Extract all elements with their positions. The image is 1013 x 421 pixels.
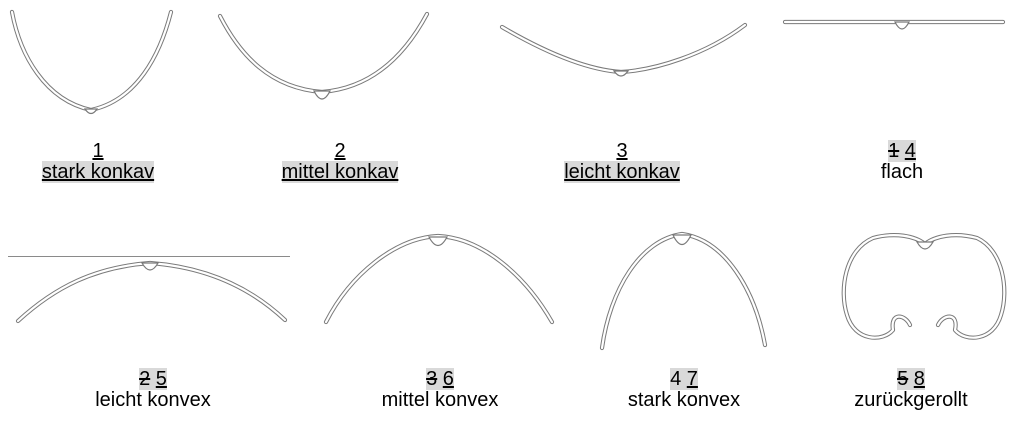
leaf-profile-7-stark-konvex — [590, 220, 790, 355]
shape-number: 4 — [905, 140, 916, 162]
shape-old-number: 5 — [897, 368, 908, 390]
horizontal-reference-line — [8, 256, 290, 257]
shape-label: leicht konvex — [33, 390, 273, 411]
shape-number: 1 — [92, 140, 103, 162]
shape-label: zurückgerollt — [791, 390, 1013, 411]
caption-shape-8: 5 8 zurückgerollt — [791, 369, 1013, 411]
shape-number: 3 — [616, 140, 627, 162]
shape-label: mittel konvex — [320, 390, 560, 411]
leaf-profile-4-flach — [775, 0, 1013, 125]
leaf-profile-1-stark-konkav — [0, 0, 200, 125]
shape-old-number: 4 — [670, 368, 681, 390]
shape-number: 6 — [443, 368, 454, 390]
shape-label: mittel konkav — [282, 161, 399, 183]
shape-number: 7 — [687, 368, 698, 390]
caption-shape-6: 3 6 mittel konvex — [320, 369, 560, 411]
shape-label: leicht konkav — [564, 161, 680, 183]
shape-old-number: 2 — [139, 368, 150, 390]
caption-shape-2: 2 mittel konkav — [220, 141, 460, 183]
shape-old-number: 3 — [426, 368, 437, 390]
leaf-profile-2-mittel-konkav — [200, 0, 430, 125]
caption-shape-3: 3 leicht konkav — [502, 141, 742, 183]
shape-number: 5 — [156, 368, 167, 390]
caption-shape-4: 1 4 flach — [782, 141, 1013, 183]
shape-label: stark konkav — [42, 161, 154, 183]
caption-shape-7: 4 7 stark konvex — [564, 369, 804, 411]
shape-number: 2 — [334, 140, 345, 162]
caption-shape-1: 1 stark konkav — [0, 141, 218, 183]
caption-shape-5: 2 5 leicht konvex — [33, 369, 273, 411]
shape-label: flach — [782, 162, 1013, 183]
shape-label: stark konvex — [564, 390, 804, 411]
leaf-profile-8-zurueckgerollt — [835, 220, 1013, 355]
shape-number: 8 — [914, 368, 925, 390]
leaf-profile-6-mittel-konvex — [310, 220, 570, 340]
shape-old-number: 1 — [888, 140, 899, 162]
leaf-profile-5-leicht-konvex — [0, 225, 300, 335]
leaf-profile-3-leicht-konkav — [490, 0, 760, 125]
